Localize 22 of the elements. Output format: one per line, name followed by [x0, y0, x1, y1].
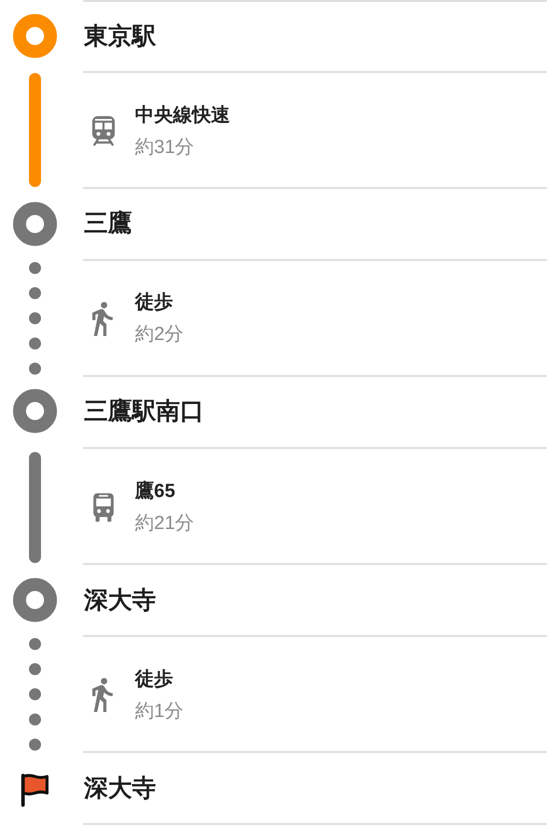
station-name: 三鷹 — [84, 209, 132, 239]
route-line — [29, 452, 41, 563]
station-name: 深大寺 — [84, 586, 156, 616]
station-name: 三鷹駅南口 — [84, 397, 204, 427]
travel-time: 約2分 — [135, 323, 184, 347]
station-marker — [13, 14, 57, 58]
flag-icon — [19, 773, 51, 807]
route-name: 徒歩 — [135, 291, 173, 315]
station-name: 深大寺 — [84, 774, 156, 804]
route-name: 徒歩 — [135, 668, 173, 692]
travel-time: 約31分 — [135, 136, 194, 160]
route-name: 鷹65 — [135, 480, 176, 504]
station-marker — [13, 202, 57, 246]
route-name: 中央線快速 — [135, 104, 230, 128]
travel-time: 約21分 — [135, 512, 194, 536]
travel-time: 約1分 — [135, 700, 184, 724]
route-line — [29, 73, 41, 187]
dotted-route-line — [29, 638, 41, 751]
station-marker — [13, 389, 57, 433]
station-marker — [13, 578, 57, 622]
dotted-route-line — [29, 262, 41, 375]
station-name: 東京駅 — [84, 22, 156, 52]
